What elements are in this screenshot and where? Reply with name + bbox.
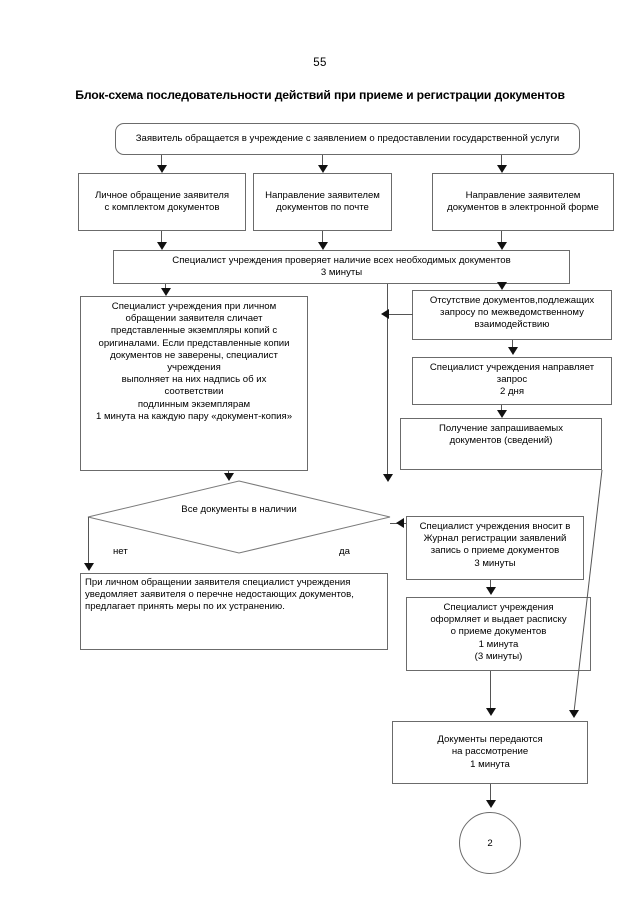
connector-start-to-mail	[322, 155, 323, 168]
arrow-check-to-compare	[161, 288, 171, 296]
arrow-check-to-missing	[497, 282, 507, 290]
connector-missing-to-request	[512, 340, 513, 349]
edge-label-yes: да	[339, 546, 350, 557]
node-missing-documents-label: Отсутствие документов,подлежащих запросу…	[429, 295, 595, 331]
connector-personal-to-check	[161, 231, 162, 244]
edge-label-no: нет	[113, 546, 128, 557]
arrow-start-to-mail	[318, 165, 328, 173]
node-receive-documents-label: Получение запрашиваемых документов (свед…	[438, 423, 563, 447]
node-issue-receipt: Специалист учреждения оформляет и выдает…	[406, 597, 591, 671]
connector-start-to-personal	[161, 155, 162, 168]
arrow-electronic-to-check	[497, 242, 507, 250]
connector-electronic-to-check	[501, 231, 502, 244]
node-compare-copies: Специалист учреждения при личном обращен…	[80, 296, 308, 471]
node-check-documents-label: Специалист учреждения проверяет наличие …	[172, 254, 511, 278]
arrow-missing-to-request	[508, 347, 518, 355]
node-notify-applicant-label: При личном обращении заявителя специалис…	[85, 577, 354, 613]
connector-receipt-to-transfer	[490, 671, 491, 709]
connector-decision-no-to-notify	[88, 517, 89, 565]
connector-check-to-compare	[165, 284, 166, 290]
arrow-spine-to-decision	[383, 474, 393, 482]
arrow-decision-no-to-notify	[84, 563, 94, 571]
arrow-start-to-electronic	[497, 165, 507, 173]
node-personal-application-label: Личное обращение заявителя с комплектом …	[94, 189, 230, 213]
node-send-request: Специалист учреждения направляет запрос …	[412, 357, 612, 405]
node-decision-all-documents: Все документы в наличии	[86, 479, 392, 555]
node-electronic-application-label: Направление заявителем документов в элек…	[447, 189, 599, 213]
node-start: Заявитель обращается в учреждение с заяв…	[115, 123, 580, 155]
arrow-start-to-personal	[157, 165, 167, 173]
connector-request-to-received	[501, 405, 502, 412]
arrow-decision-yes-to-journal	[396, 518, 404, 528]
node-start-label: Заявитель обращается в учреждение с заяв…	[135, 132, 560, 144]
node-missing-documents: Отсутствие документов,подлежащих запросу…	[412, 290, 612, 340]
arrow-mail-to-check	[318, 242, 328, 250]
node-mail-application-label: Направление заявителем документов по поч…	[265, 189, 380, 213]
connector-journal-to-receipt	[490, 580, 491, 589]
arrow-request-to-received	[497, 410, 507, 418]
arrow-personal-to-check	[157, 242, 167, 250]
node-journal-entry: Специалист учреждения вносит в Журнал ре…	[406, 516, 584, 580]
node-issue-receipt-label: Специалист учреждения оформляет и выдает…	[430, 602, 567, 662]
node-check-documents: Специалист учреждения проверяет наличие …	[113, 250, 570, 284]
arrow-missing-to-spine	[381, 309, 389, 319]
arrow-receipt-to-transfer	[486, 708, 496, 716]
node-compare-copies-label: Специалист учреждения при личном обращен…	[95, 301, 293, 422]
connector-transfer-to-offpage	[490, 784, 491, 802]
node-personal-application: Личное обращение заявителя с комплектом …	[78, 173, 246, 231]
diamond-shape	[87, 480, 391, 554]
arrow-compare-to-decision	[224, 473, 234, 481]
node-transfer-documents: Документы передаются на рассмотрение 1 м…	[392, 721, 588, 784]
connector-start-to-electronic	[501, 155, 502, 168]
node-journal-entry-label: Специалист учреждения вносит в Журнал ре…	[419, 521, 571, 569]
node-notify-applicant: При личном обращении заявителя специалис…	[80, 573, 388, 650]
connector-spine-to-decision	[387, 284, 388, 478]
node-decision-label: Все документы в наличии	[181, 504, 297, 515]
node-transfer-documents-label: Документы передаются на рассмотрение 1 м…	[437, 734, 543, 770]
page-number: 55	[313, 57, 327, 69]
node-mail-application: Направление заявителем документов по поч…	[253, 173, 392, 231]
node-send-request-label: Специалист учреждения направляет запрос …	[429, 362, 595, 398]
connector-missing-to-spine	[389, 314, 413, 315]
node-electronic-application: Направление заявителем документов в элек…	[432, 173, 614, 231]
page-title: Блок-схема последовательности действий п…	[75, 88, 565, 102]
node-receive-documents: Получение запрашиваемых документов (свед…	[400, 418, 602, 470]
arrow-received-to-transfer	[569, 710, 579, 718]
connector-mail-to-check	[322, 231, 323, 244]
arrow-journal-to-receipt	[486, 587, 496, 595]
node-offpage-connector: 2	[459, 812, 521, 874]
arrow-transfer-to-offpage	[486, 800, 496, 808]
node-offpage-connector-label: 2	[487, 837, 493, 849]
